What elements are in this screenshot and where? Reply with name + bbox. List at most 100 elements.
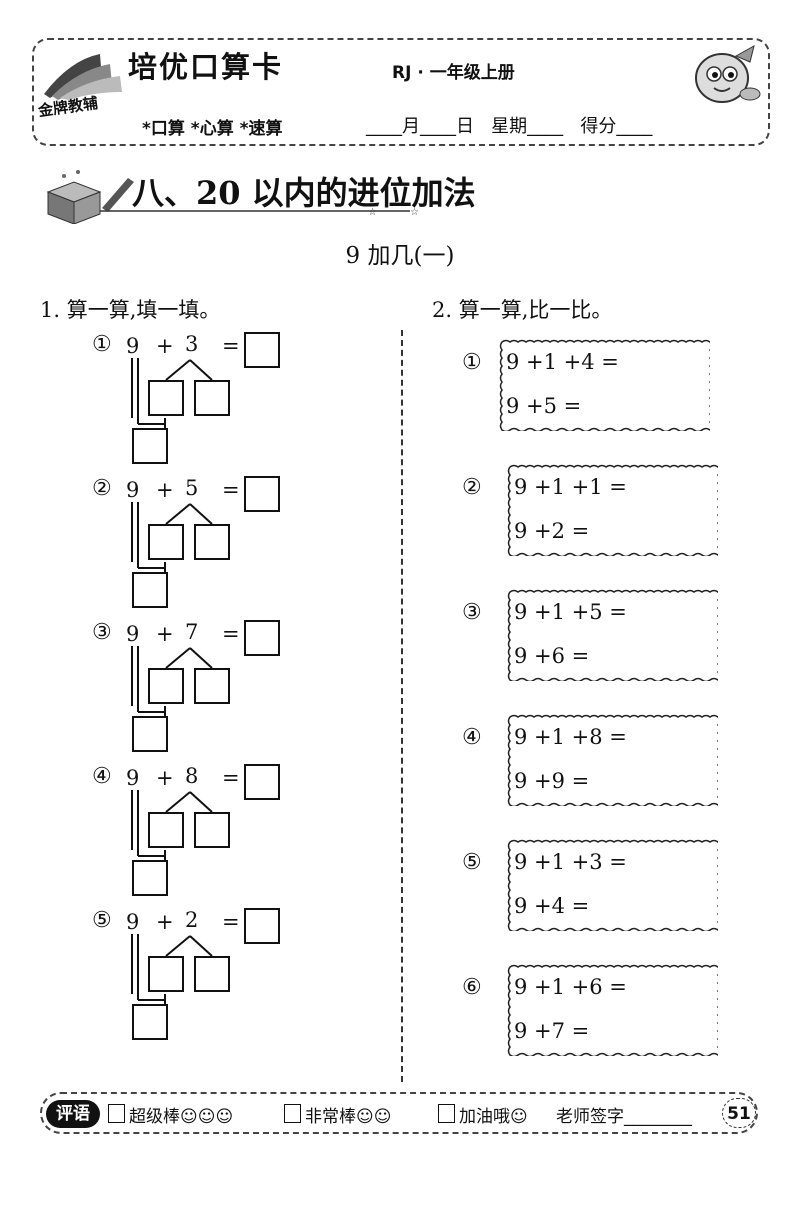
q1-ten-box[interactable] xyxy=(132,1004,168,1040)
q1-addend-a: 9 xyxy=(126,910,140,934)
mascot-icon xyxy=(695,45,761,103)
q2-wavy-frame xyxy=(507,714,718,806)
book-logo-icon xyxy=(44,54,122,100)
comment-badge: 评语 xyxy=(46,1100,100,1128)
q2-equation-1: 9 +1 +5 = xyxy=(514,600,627,624)
q2-equation-2: 9 +2 = xyxy=(514,519,590,543)
q2-equation-1: 9 +1 +1 = xyxy=(514,475,627,499)
q1-plus-sign: + xyxy=(156,910,174,934)
tagline: *口算 *心算 *速算 xyxy=(142,119,283,139)
q2-wavy-frame xyxy=(499,339,710,431)
q1-item-mark: ① xyxy=(92,332,112,357)
q1-answer-box[interactable] xyxy=(244,620,280,656)
q1-split-box-right[interactable] xyxy=(194,380,230,416)
q1-split-lines xyxy=(131,790,213,860)
page-number: 51 xyxy=(722,1098,756,1128)
q2-item-mark: ③ xyxy=(462,600,482,625)
q2-equation-2: 9 +6 = xyxy=(514,644,590,668)
q1-plus-sign: + xyxy=(156,478,174,502)
cube-books-icon xyxy=(46,170,134,224)
q2-equation-1: 9 +1 +3 = xyxy=(514,850,627,874)
q1-addend-a: 9 xyxy=(126,478,140,502)
brand-title: 培优口算卡 xyxy=(128,50,284,84)
q2-item-mark: ② xyxy=(462,475,482,500)
q1-plus-sign: + xyxy=(156,334,174,358)
q1-ten-box[interactable] xyxy=(132,428,168,464)
rating-checkbox-1[interactable] xyxy=(108,1104,125,1123)
q1-answer-box[interactable] xyxy=(244,908,280,944)
q1-split-lines xyxy=(131,646,213,716)
q1-plus-sign: + xyxy=(156,622,174,646)
q2-wavy-frame xyxy=(507,589,718,681)
q1-split-lines xyxy=(131,358,213,428)
q1-split-box-right[interactable] xyxy=(194,668,230,704)
q1-item-mark: ④ xyxy=(92,764,112,789)
q2-equation-1: 9 +1 +6 = xyxy=(514,975,627,999)
q1-addend-b: 3 xyxy=(185,332,199,356)
q1-split-box-right[interactable] xyxy=(194,812,230,848)
column-divider xyxy=(401,330,403,1082)
q1-equals-sign: = xyxy=(222,478,240,502)
q1-equals-sign: = xyxy=(222,910,240,934)
q1-ten-box[interactable] xyxy=(132,572,168,608)
rating-checkbox-2[interactable] xyxy=(284,1104,301,1123)
q1-addend-b: 2 xyxy=(185,908,199,932)
q2-equation-1: 9 +1 +8 = xyxy=(514,725,627,749)
q2-equation-2: 9 +9 = xyxy=(514,769,590,793)
q1-answer-box[interactable] xyxy=(244,764,280,800)
q1-split-box-left[interactable] xyxy=(148,956,184,992)
q2-item-mark: ⑤ xyxy=(462,850,482,875)
q1-addend-b: 5 xyxy=(185,476,199,500)
q2-item-mark: ① xyxy=(462,350,482,375)
q1-addend-a: 9 xyxy=(126,766,140,790)
svg-text:☆: ☆ xyxy=(410,207,419,216)
date-score-line: ____月____日 星期____ 得分____ xyxy=(366,116,653,137)
q1-equals-sign: = xyxy=(222,766,240,790)
q1-plus-sign: + xyxy=(156,766,174,790)
rating-option-3: 加油哦☺ xyxy=(459,1107,528,1127)
q1-equals-sign: = xyxy=(222,334,240,358)
q1-item-mark: ② xyxy=(92,476,112,501)
q1-addend-b: 7 xyxy=(185,620,199,644)
q1-addend-a: 9 xyxy=(126,622,140,646)
q1-split-box-left[interactable] xyxy=(148,524,184,560)
header-frame xyxy=(32,38,770,146)
q1-ten-box[interactable] xyxy=(132,860,168,896)
q1-split-box-left[interactable] xyxy=(148,812,184,848)
q1-split-box-right[interactable] xyxy=(194,524,230,560)
q1-split-box-right[interactable] xyxy=(194,956,230,992)
q1-split-box-left[interactable] xyxy=(148,380,184,416)
q1-ten-box[interactable] xyxy=(132,716,168,752)
q1-addend-b: 8 xyxy=(185,764,199,788)
q1-answer-box[interactable] xyxy=(244,332,280,368)
q1-item-mark: ⑤ xyxy=(92,908,112,933)
rating-checkbox-3[interactable] xyxy=(438,1104,455,1123)
q2-equation-2: 9 +5 = xyxy=(506,394,582,418)
chapter-title: 八、20 以内的进位加法 xyxy=(132,174,476,212)
q1-answer-box[interactable] xyxy=(244,476,280,512)
q2-wavy-frame xyxy=(507,464,718,556)
question-1-title: 1. 算一算,填一填。 xyxy=(40,298,221,322)
q1-equals-sign: = xyxy=(222,622,240,646)
q2-item-mark: ④ xyxy=(462,725,482,750)
edition-label: RJ · 一年级上册 xyxy=(392,63,515,83)
q2-equation-1: 9 +1 +4 = xyxy=(506,350,619,374)
q2-equation-2: 9 +4 = xyxy=(514,894,590,918)
q1-addend-a: 9 xyxy=(126,334,140,358)
q2-item-mark: ⑥ xyxy=(462,975,482,1000)
q1-split-lines xyxy=(131,502,213,572)
footer-frame xyxy=(40,1092,758,1134)
q1-split-box-left[interactable] xyxy=(148,668,184,704)
q2-wavy-frame xyxy=(507,839,718,931)
question-2-title: 2. 算一算,比一比。 xyxy=(432,298,613,322)
lesson-title: 9 加几(一) xyxy=(345,243,455,269)
svg-text:☆: ☆ xyxy=(368,207,377,216)
q1-item-mark: ③ xyxy=(92,620,112,645)
q1-split-lines xyxy=(131,934,213,1004)
chapter-underline: ☆ ☆ xyxy=(100,207,419,216)
teacher-signature: 老师签字________ xyxy=(556,1107,692,1127)
rating-option-2: 非常棒☺☺ xyxy=(305,1107,392,1127)
q2-wavy-frame xyxy=(507,964,718,1056)
rating-option-1: 超级棒☺☺☺ xyxy=(129,1107,234,1127)
q2-equation-2: 9 +7 = xyxy=(514,1019,590,1043)
